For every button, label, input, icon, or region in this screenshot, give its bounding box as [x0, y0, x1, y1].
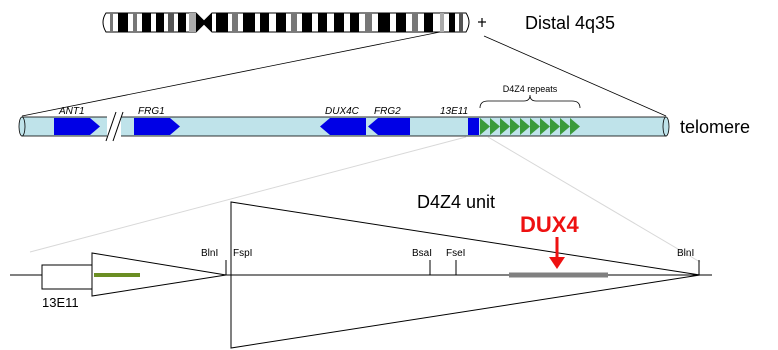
site-label-fsei: FseI: [446, 248, 465, 259]
zoom-line-left: [22, 32, 440, 116]
region-label: Distal 4q35: [525, 13, 615, 33]
unit-title: D4Z4 unit: [417, 192, 495, 212]
site-label-fspi: FspI: [233, 248, 252, 259]
zoom-line-unit-right: [488, 137, 700, 262]
gene-label-13e11: 13E11: [440, 106, 468, 117]
dux4-label: DUX4: [520, 212, 579, 237]
site-label-blni-1: BlnI: [201, 248, 218, 259]
gene-label-frg2: FRG2: [374, 106, 401, 117]
probe-13e11-box: [42, 265, 92, 289]
gene-label-frg1: FRG1: [138, 106, 165, 117]
probe-13e11: [468, 118, 479, 135]
gene-label-dux4c: DUX4C: [325, 106, 360, 117]
site-label-bsai: BsaI: [412, 248, 432, 259]
telomere-label: telomere: [680, 117, 750, 137]
zoom-line-right: [484, 36, 666, 116]
probe-label: 13E11: [42, 295, 79, 310]
gene-label-ant1: ANT1: [58, 106, 85, 117]
chromosome-4-ideogram: [103, 13, 486, 32]
repeats-brace: [480, 95, 580, 108]
site-label-blni-2: BlnI: [677, 248, 694, 259]
repeats-label: D4Z4 repeats: [503, 84, 558, 94]
